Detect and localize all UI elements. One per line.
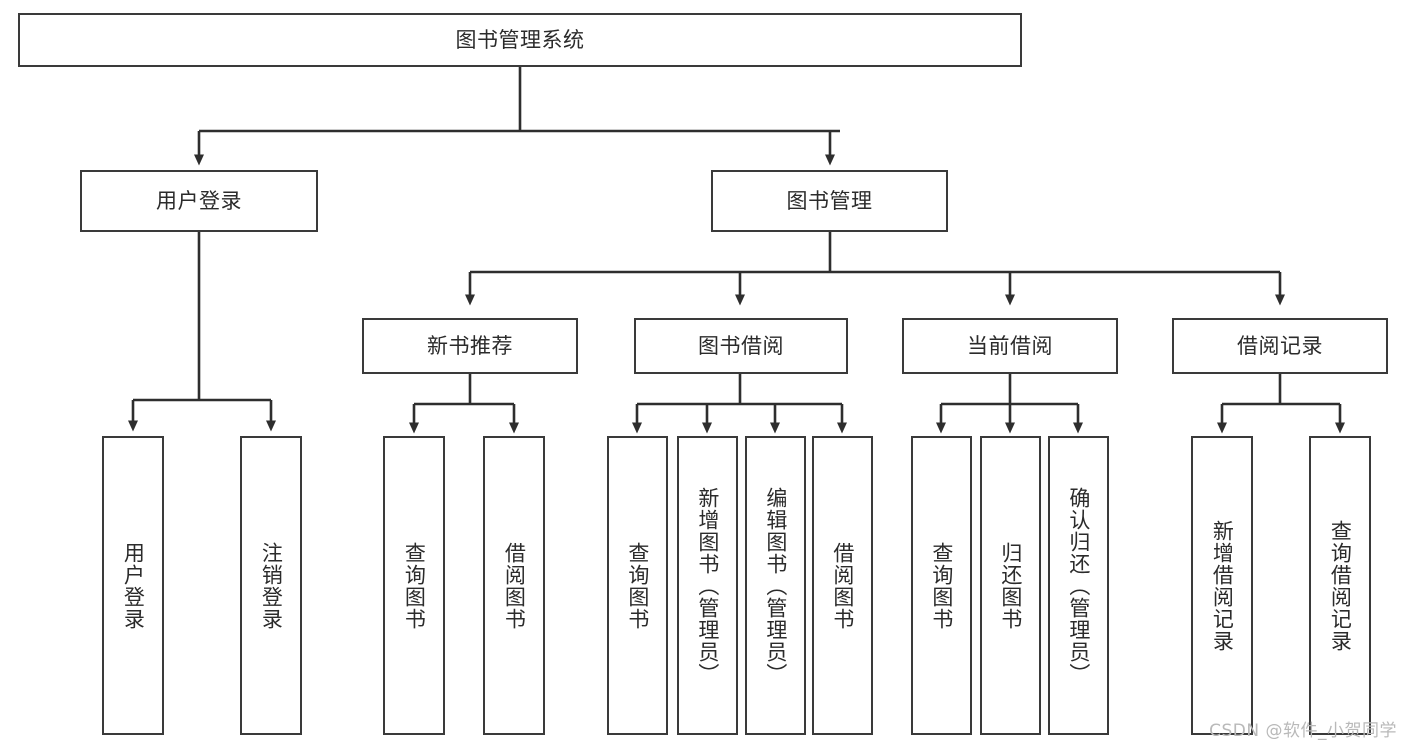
- node-leaf-query-book-borrow[interactable]: 查询图书: [607, 436, 668, 735]
- node-label: 查询图书: [625, 541, 650, 630]
- node-label: 确认归还（管理员）: [1066, 486, 1091, 685]
- node-label: 编辑图书（管理员）: [763, 486, 788, 685]
- watermark-text: CSDN @软件_小贺同学: [1209, 721, 1397, 741]
- node-label: 归还图书: [998, 541, 1023, 630]
- node-borrow-record[interactable]: 借阅记录: [1172, 318, 1388, 374]
- node-label: 用户登录: [121, 541, 146, 630]
- node-leaf-confirm-return[interactable]: 确认归还（管理员）: [1048, 436, 1109, 735]
- node-label: 当前借阅: [967, 333, 1053, 358]
- node-leaf-query-book-current[interactable]: 查询图书: [911, 436, 972, 735]
- node-label: 新增借阅记录: [1210, 519, 1235, 652]
- node-label: 注销登录: [259, 541, 284, 630]
- node-book-management[interactable]: 图书管理: [711, 170, 948, 232]
- node-leaf-query-book-recommend[interactable]: 查询图书: [383, 436, 445, 735]
- node-label: 借阅图书: [830, 541, 855, 630]
- node-label: 借阅记录: [1237, 333, 1323, 358]
- node-leaf-user-login[interactable]: 用户登录: [102, 436, 164, 735]
- node-new-book-recommend[interactable]: 新书推荐: [362, 318, 578, 374]
- node-label: 借阅图书: [502, 541, 527, 630]
- node-leaf-borrow-book-recommend[interactable]: 借阅图书: [483, 436, 545, 735]
- node-label: 图书借阅: [698, 333, 784, 358]
- node-label: 查询借阅记录: [1328, 519, 1353, 652]
- node-label: 用户登录: [156, 188, 242, 213]
- node-leaf-add-borrow-record[interactable]: 新增借阅记录: [1191, 436, 1253, 735]
- node-leaf-add-book[interactable]: 新增图书（管理员）: [677, 436, 738, 735]
- node-leaf-edit-book[interactable]: 编辑图书（管理员）: [745, 436, 806, 735]
- node-current-borrow[interactable]: 当前借阅: [902, 318, 1118, 374]
- node-book-borrow[interactable]: 图书借阅: [634, 318, 848, 374]
- node-label: 新书推荐: [427, 333, 513, 358]
- node-label: 查询图书: [402, 541, 427, 630]
- node-label: 图书管理系统: [455, 27, 585, 52]
- node-leaf-logout-login[interactable]: 注销登录: [240, 436, 302, 735]
- node-leaf-query-borrow-record[interactable]: 查询借阅记录: [1309, 436, 1371, 735]
- node-label: 图书管理: [786, 188, 873, 213]
- node-user-login[interactable]: 用户登录: [80, 170, 318, 232]
- node-leaf-borrow-book[interactable]: 借阅图书: [812, 436, 873, 735]
- node-leaf-return-book[interactable]: 归还图书: [980, 436, 1041, 735]
- node-label: 查询图书: [929, 541, 954, 630]
- node-label: 新增图书（管理员）: [695, 486, 720, 685]
- node-book-management-system[interactable]: 图书管理系统: [18, 13, 1022, 67]
